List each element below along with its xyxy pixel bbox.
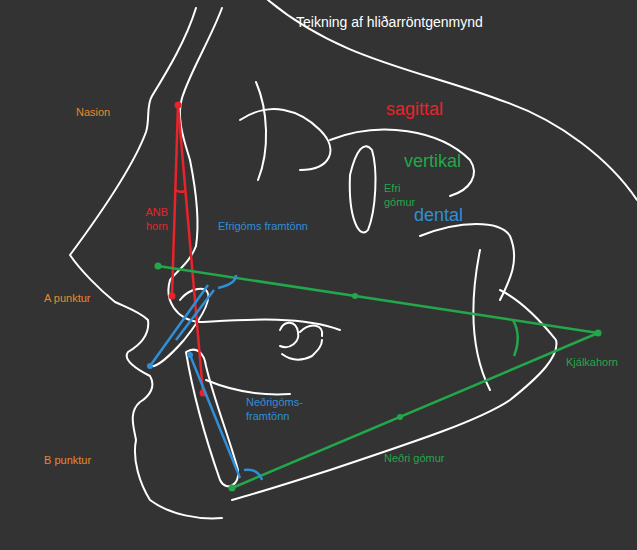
incisor-points <box>147 352 193 369</box>
tooth-label: Efrigóms framtönn <box>218 220 358 234</box>
lower-incisor <box>186 350 238 487</box>
plane-label: Efri gómur <box>384 182 430 210</box>
legend-word: dental <box>414 204 504 227</box>
orbit <box>240 109 330 170</box>
a-point-dot <box>169 293 176 300</box>
gonion-dot <box>595 330 602 337</box>
menton-dot <box>229 485 236 492</box>
angle-label: ANB horn <box>130 206 168 234</box>
angle-label: Kjálkahorn <box>566 356 632 370</box>
legend-word: sagittal <box>386 98 476 121</box>
lower-incisor-axis <box>190 355 240 478</box>
upper-incisor-face <box>176 290 214 340</box>
palate-dot <box>352 293 358 299</box>
soft-tissue-profile <box>70 8 222 518</box>
plane-lines <box>158 266 598 488</box>
upper-incisor-tip-dot <box>147 363 153 369</box>
gonial-angle-arc <box>513 320 518 356</box>
lower-incisor-angle-arc <box>244 470 262 480</box>
alveolar-line <box>206 380 290 394</box>
upper-incisor-axis <box>150 285 208 366</box>
lower-incisor-tip-dot <box>187 352 193 358</box>
incisor-axes <box>150 275 262 480</box>
legend-word: vertikal <box>404 150 494 173</box>
plane-points <box>155 263 602 492</box>
ramus <box>473 250 490 390</box>
pterygomaxillary-fissure <box>350 146 376 232</box>
title: Teikning af hliðarröntgenmynd <box>296 14 596 32</box>
orbit-rim <box>256 82 266 180</box>
molars <box>280 323 322 360</box>
skull-outline <box>70 0 637 518</box>
palatal-plane <box>158 266 598 333</box>
anb-points <box>169 102 207 397</box>
nasion-b-line <box>178 105 203 393</box>
plane-label: Neðri gómur <box>384 452 474 466</box>
anb-lines <box>172 105 203 393</box>
condyle <box>420 224 514 300</box>
mandibular-plane <box>232 333 598 488</box>
upper-incisor-angle-arc <box>218 275 236 288</box>
mandible-dot <box>397 414 403 420</box>
tooth-label: Neðrigóms- framtönn <box>246 396 316 424</box>
ans-dot <box>155 263 162 270</box>
landmark-label: A punktur <box>44 292 124 306</box>
landmark-label: Nasion <box>76 106 136 120</box>
anb-angle-arc <box>175 190 185 192</box>
cranial-base <box>268 0 637 200</box>
nasion-dot <box>175 102 182 109</box>
landmark-label: B punktur <box>44 454 124 468</box>
